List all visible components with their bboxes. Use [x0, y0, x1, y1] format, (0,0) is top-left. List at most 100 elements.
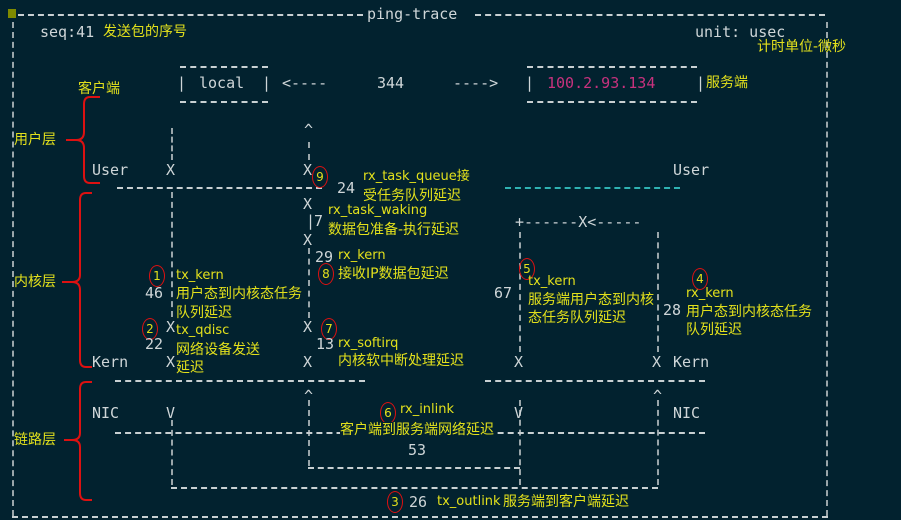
frame-top-right: [475, 14, 825, 16]
row-nic: NIC: [92, 404, 120, 422]
row-nic-server: NIC: [673, 404, 701, 422]
x-mark: X: [303, 231, 313, 249]
seq-note: 发送包的序号: [103, 24, 187, 40]
segment-name: rx_task_waking: [328, 203, 428, 218]
segment-name: rx_kern: [686, 286, 734, 301]
row-kern-server: Kern: [673, 353, 710, 371]
down-arrow: V: [514, 404, 524, 422]
user-kernel-divider: [117, 187, 322, 189]
frame-left: [12, 22, 14, 516]
segment-desc: 队列延迟: [686, 322, 742, 338]
segment-number-1: 1: [149, 265, 165, 287]
segment-desc: 客户端到服务端网络延迟: [340, 422, 494, 438]
cursor-block: [8, 9, 16, 18]
segment-desc: 态任务队列延迟: [528, 310, 626, 326]
segment-value: 53: [408, 441, 427, 459]
kernel-layer-label: 内核层: [14, 274, 56, 290]
segment-desc: 服务端用户态到内核: [528, 292, 654, 308]
client-tx-line: [171, 192, 173, 317]
frame-bottom: [12, 516, 828, 518]
link-layer-label: 链路层: [14, 432, 56, 448]
x-mark: X: [166, 318, 176, 336]
row-user: User: [92, 161, 129, 179]
rtt-value: 344: [377, 74, 405, 92]
user-layer-brace: [66, 96, 100, 184]
segment-name: tx_qdisc: [176, 323, 230, 338]
x-mark: X: [303, 353, 313, 371]
segment-desc: 用户态到内核态任务: [176, 286, 302, 302]
unit-label: unit: usec: [695, 23, 786, 41]
segment-value: 67: [494, 284, 513, 302]
seq-label: seq:41: [40, 23, 95, 41]
segment-number-3: 3: [387, 491, 403, 513]
segment-value: 24: [337, 179, 356, 197]
arrow-right: ---->: [453, 74, 499, 92]
segment-desc: 网络设备发送: [176, 342, 260, 358]
up-arrow: ^: [304, 387, 314, 405]
segment-name: rx_task_queue接: [363, 169, 470, 184]
segment-desc: 用户态到内核态任务: [686, 304, 812, 320]
kernel-link-divider-server: [485, 380, 705, 382]
server-label: 服务端: [706, 75, 748, 91]
segment-name: rx_softirq: [338, 336, 399, 351]
row-user-server: User: [673, 161, 710, 179]
segment-name: rx_kern: [338, 248, 386, 263]
segment-desc: 服务端到客户端延迟: [503, 494, 629, 510]
segment-value: 7: [314, 212, 324, 230]
server-tx-line: [657, 232, 659, 352]
segment-desc: 延迟: [176, 360, 204, 376]
up-arrow: ^: [653, 387, 663, 405]
inlink-bottom: [308, 467, 520, 469]
segment-value: 46: [145, 284, 164, 302]
x-mark: X: [166, 353, 176, 371]
segment-number-7: 7: [321, 318, 337, 340]
x-mark: X: [303, 318, 313, 336]
x-mark: X: [514, 353, 524, 371]
server-top-path: +------X<-----: [515, 213, 642, 231]
user-kernel-divider-server: [505, 187, 680, 189]
segment-name: tx_kern: [528, 274, 576, 289]
client-tx-line: [171, 420, 173, 485]
segment-value: 13: [316, 335, 335, 353]
user-layer-label: 用户层: [14, 132, 56, 148]
segment-value: 28: [663, 301, 682, 319]
kernel-link-divider: [115, 380, 365, 382]
segment-number-8: 8: [318, 263, 334, 285]
segment-number-5: 5: [519, 258, 535, 280]
segment-desc: 数据包准备-执行延迟: [328, 222, 460, 238]
segment-value: 26: [409, 493, 428, 511]
server-rx-line: [519, 400, 521, 485]
outlink-bottom: [171, 487, 658, 489]
x-mark: X: [652, 353, 662, 371]
frame-right: [826, 22, 828, 516]
local-host: local: [199, 74, 245, 92]
kernel-layer-brace: [62, 192, 92, 368]
down-arrow: V: [166, 404, 176, 422]
segment-number-9: 9: [312, 166, 328, 188]
segment-value: 22: [145, 335, 164, 353]
local-box: [180, 66, 268, 103]
remote-host: 100.2.93.134: [547, 74, 656, 92]
segment-desc: 受任务队列延迟: [363, 188, 461, 204]
segment-desc: 队列延迟: [176, 305, 232, 321]
arrow-left: <----: [282, 74, 328, 92]
segment-name: tx_outlink: [437, 494, 501, 509]
x-mark: X: [303, 161, 313, 179]
segment-desc: 内核软中断处理延迟: [338, 353, 464, 369]
client-rx-line: [308, 142, 310, 160]
segment-number-4: 4: [692, 268, 708, 290]
x-mark: X: [166, 161, 176, 179]
server-tx-line: [657, 400, 659, 485]
x-mark: X: [303, 195, 313, 213]
segment-number-6: 6: [380, 402, 396, 424]
segment-name: rx_inlink: [400, 402, 455, 417]
remote-box: [527, 66, 697, 103]
segment-name: tx_kern: [176, 268, 224, 283]
segment-value: 29: [315, 248, 334, 266]
row-kern: Kern: [92, 353, 129, 371]
frame-top-left: [18, 14, 363, 16]
segment-number-2: 2: [142, 318, 158, 340]
client-rx-line: [308, 248, 310, 318]
